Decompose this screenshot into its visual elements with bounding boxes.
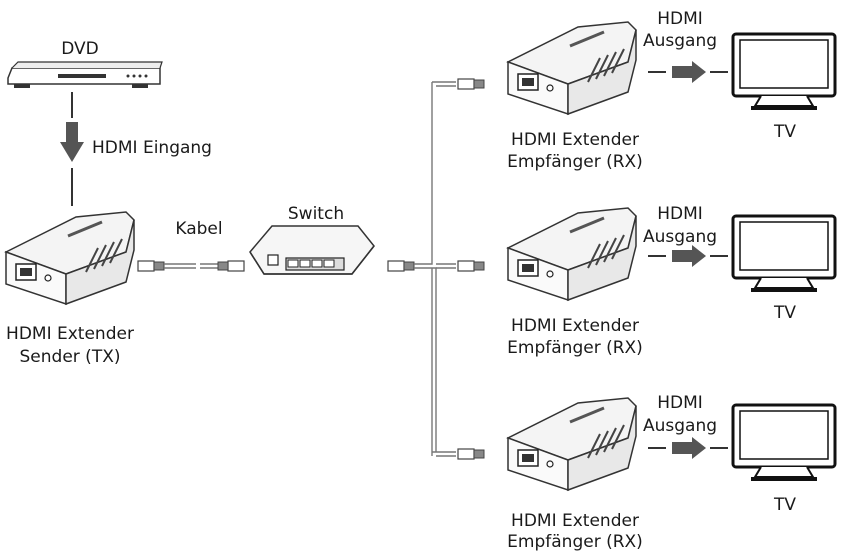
dvd-label: DVD: [61, 39, 99, 59]
sender-extender-icon: [4, 210, 136, 306]
hdmi-output-arrow: [647, 60, 729, 84]
dvd-player-icon: [7, 61, 163, 88]
output-label-line1: HDMI: [657, 204, 703, 224]
hdmi-input-arrow: [60, 92, 84, 206]
receiver-label-line2: Empfänger (RX): [507, 152, 643, 172]
sender-label-line2: Sender (TX): [19, 347, 121, 367]
tv-label: TV: [773, 122, 796, 142]
cable-sender-switch: [137, 260, 245, 272]
tv-icon: [731, 214, 837, 294]
receiver-extender-icon: [506, 206, 638, 302]
hdmi-output-arrow: [647, 436, 729, 460]
output-label-line2: Ausgang: [642, 227, 718, 247]
receiver-label-line1: HDMI Extender: [511, 511, 639, 531]
sender-label-line1: HDMI Extender: [6, 324, 134, 344]
switch-label: Switch: [287, 204, 345, 224]
hdmi-output-arrow: [647, 244, 729, 268]
tv-icon: [731, 32, 837, 112]
output-label-line1: HDMI: [657, 393, 703, 413]
switch-icon: [249, 225, 375, 275]
output-label-line1: HDMI: [657, 9, 703, 29]
output-label-line2: Ausgang: [642, 31, 718, 51]
receiver-label-line1: HDMI Extender: [511, 316, 639, 336]
receiver-label-line1: HDMI Extender: [511, 130, 639, 150]
cable-label: Kabel: [175, 219, 223, 239]
receiver-extender-icon: [506, 396, 638, 492]
output-label-line2: Ausgang: [642, 416, 718, 436]
tv-label: TV: [773, 303, 796, 323]
receiver-extender-icon: [506, 20, 638, 116]
cable-switch-receivers: [387, 78, 485, 460]
receiver-label-line2: Empfänger (RX): [507, 338, 643, 358]
tv-label: TV: [773, 495, 796, 515]
hdmi-input-label: HDMI Eingang: [92, 138, 212, 158]
tv-icon: [731, 403, 837, 483]
receiver-label-line2: Empfänger (RX): [507, 532, 643, 552]
